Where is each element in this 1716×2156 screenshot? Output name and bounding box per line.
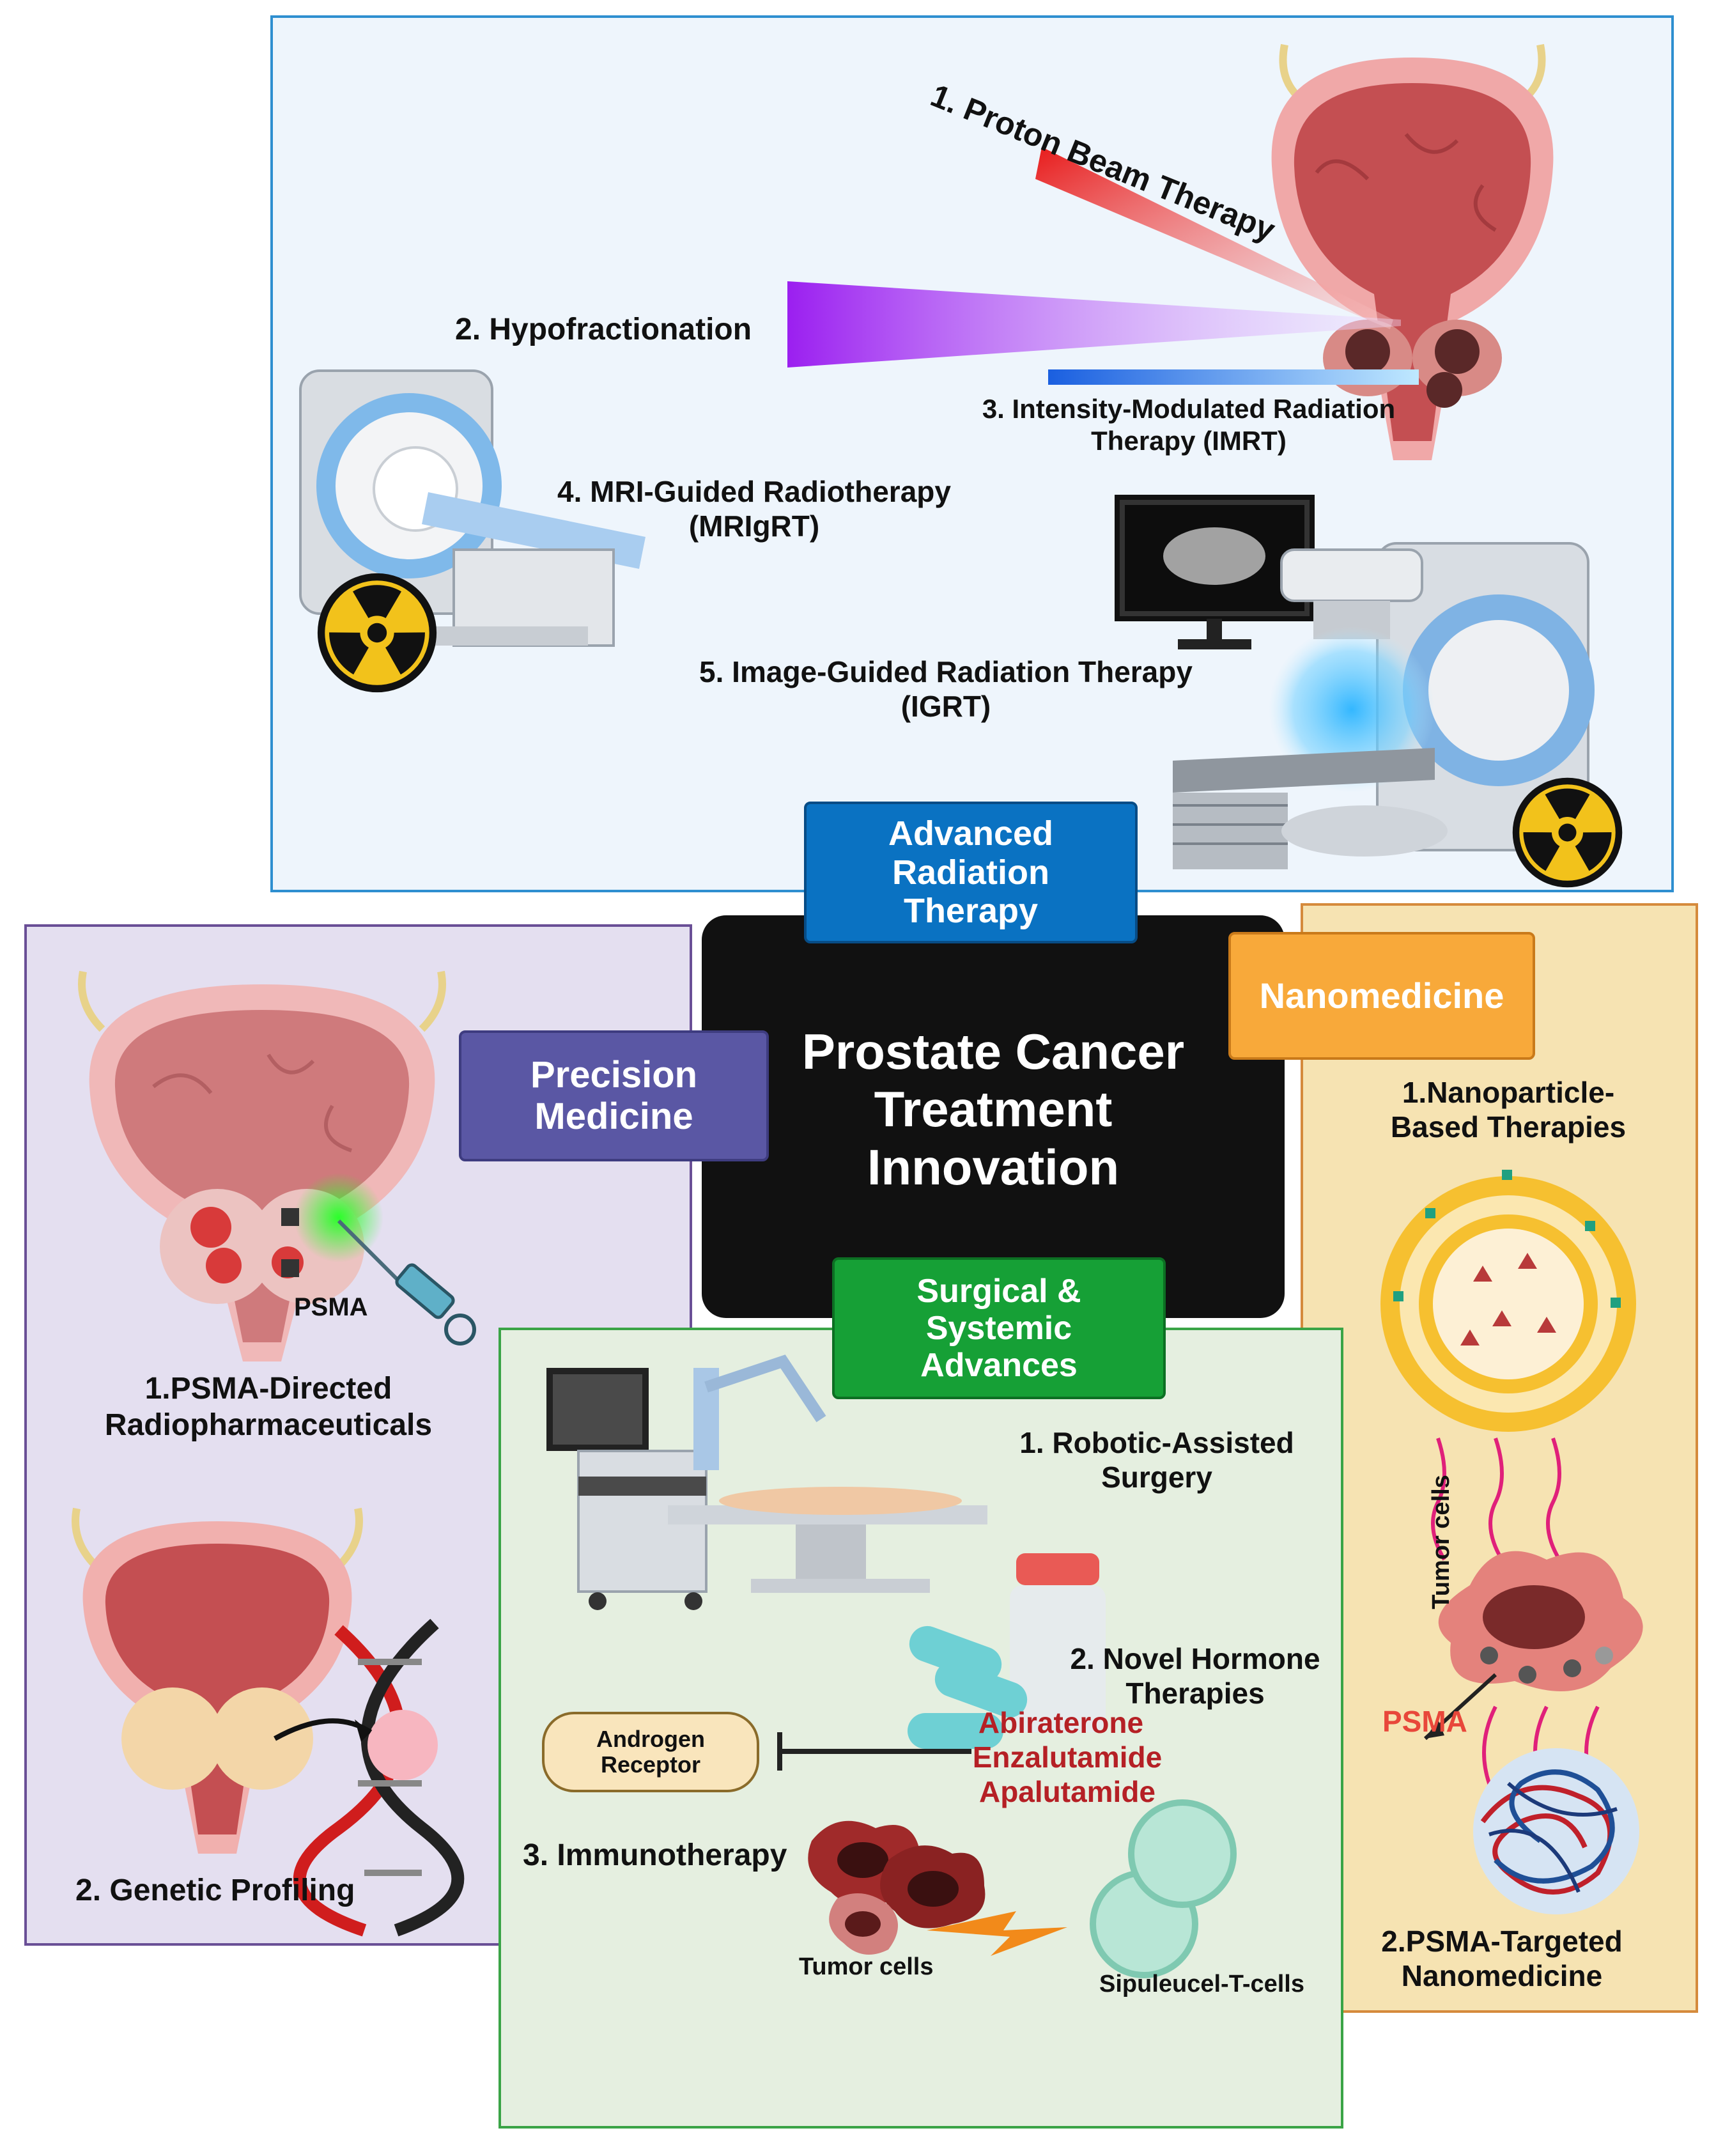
bladder-illustration-psma — [78, 970, 446, 1361]
nanoparticle-label: 1.Nanoparticle-Based Therapies — [1390, 1076, 1627, 1144]
imrt-beam — [1048, 369, 1419, 385]
precision-header: Precision Medicine — [459, 1030, 769, 1161]
center-title: Prostate Cancer Treatment Innovation — [801, 1023, 1185, 1195]
sipuleucel-label: Sipuleucel-T-cells — [1099, 1971, 1304, 1997]
surgical-header: Surgical & Systemic Advances — [832, 1257, 1166, 1399]
linac-machine-illustration — [1173, 542, 1595, 869]
nano-tumor-cells-label: Tumor cells — [1427, 1475, 1455, 1609]
hormone-therapy-label: 2. Novel Hormone Therapies — [1070, 1642, 1320, 1710]
immunotherapy-label: 3. Immunotherapy — [523, 1838, 787, 1872]
liposome-illustration — [1380, 1170, 1636, 1432]
robotic-surgery-illustration — [546, 1354, 987, 1610]
hypofractionation-label: 2. Hypofractionation — [455, 313, 752, 346]
targeted-nanoparticle-illustration — [1473, 1748, 1639, 1914]
imrt-label: 3. Intensity-Modulated Radiation Therapy… — [982, 394, 1396, 456]
psma-label-precision: PSMA — [294, 1293, 368, 1321]
psma-syringe-illustration — [281, 1173, 476, 1346]
pill-bottle-illustration — [908, 1553, 1106, 1749]
psma-directed-label: 1.PSMA-Directed Radiopharmaceuticals — [104, 1372, 433, 1442]
radiation-hazard-icon-2 — [1512, 777, 1623, 888]
immuno-tumor-cells-label: Tumor cells — [799, 1953, 934, 1980]
mri-machine-illustration — [299, 369, 645, 647]
proton-beam — [1035, 147, 1393, 329]
genetic-profiling-label: 2. Genetic Profiling — [75, 1873, 355, 1907]
drug-abiraterone: Abiraterone — [978, 1706, 1144, 1739]
nano-header: Nanomedicine — [1228, 932, 1535, 1060]
immunotherapy-illustration — [808, 1799, 1237, 1978]
mrigrt-label: 4. MRI-Guided Radiotherapy (MRIgRT) — [557, 475, 951, 543]
inhibition-arrow — [777, 1732, 971, 1771]
psma-targeted-label: 2.PSMA-Targeted Nanomedicine — [1381, 1925, 1623, 1993]
hypofractionation-beam — [787, 281, 1401, 368]
radiation-hazard-icon — [317, 573, 437, 693]
bladder-dna-illustration — [72, 1507, 465, 1937]
drug-apalutamide: Apalutamide — [978, 1775, 1156, 1808]
drug-enzalutamide: Enzalutamide — [972, 1741, 1163, 1774]
center-box — [702, 915, 1285, 1318]
radiation-header: Advanced Radiation Therapy — [804, 802, 1138, 943]
igrt-label: 5. Image-Guided Radiation Therapy (IGRT) — [699, 655, 1193, 724]
robotic-surgery-label: 1. Robotic-Assisted Surgery — [1019, 1426, 1294, 1494]
androgen-receptor-box: Androgen Receptor — [542, 1712, 759, 1792]
nano-psma-label: PSMA — [1382, 1705, 1467, 1738]
